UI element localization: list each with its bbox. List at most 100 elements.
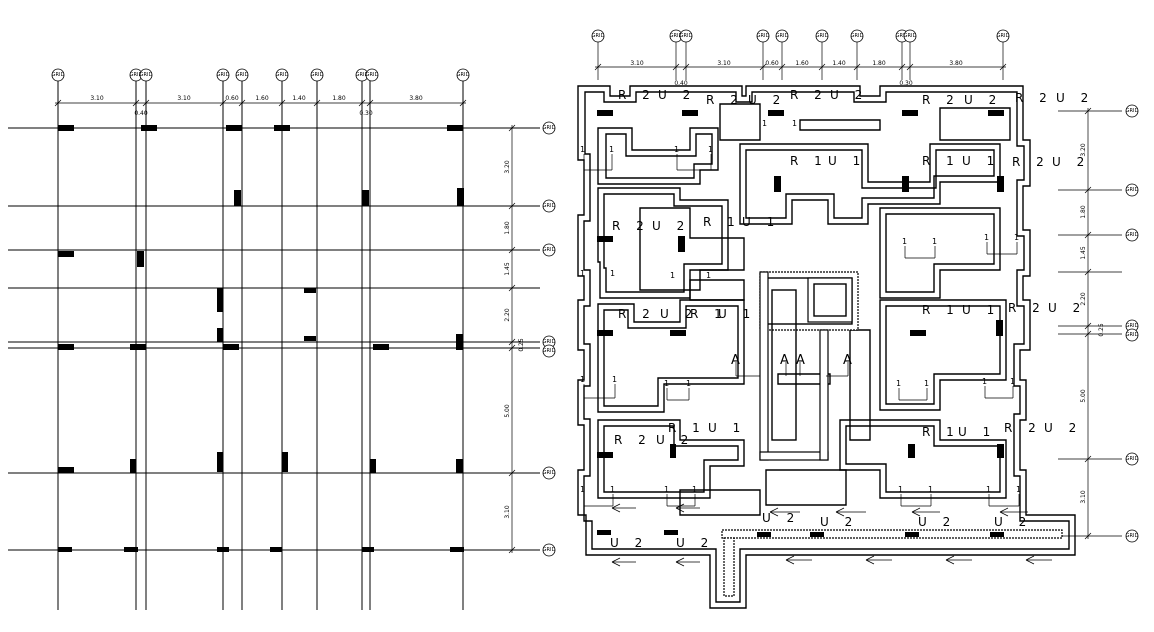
section-marker: 1 [898,485,903,494]
dimension-label: 3.20 [1080,143,1087,157]
right-foundation-plan: GRID GRID GRID GRID GRID GRID GRID GRID … [577,29,1139,609]
grid-bubble: GRID [1125,529,1139,543]
section-marker: 1 [664,485,669,494]
column [58,467,74,473]
column [757,532,771,537]
footing-tag: U 2 [964,93,1002,107]
svg-text:GRID: GRID [276,72,289,78]
column [597,530,611,535]
dimension-label: 3.10 [717,60,731,67]
column [902,176,909,192]
column [597,452,613,458]
section-marker: 1 [609,145,614,154]
section-marker: 1 [610,269,615,278]
svg-text:GRID: GRID [1126,108,1139,114]
svg-text:GRID: GRID [1126,232,1139,238]
column [226,125,242,131]
svg-text:GRID: GRID [904,33,917,39]
dimension-label: 1.45 [1080,246,1087,260]
footing-tag: U 2 [994,515,1032,529]
left-top-grid-bubbles: GRID GRID GRID GRID GRID GRID GRID GRID … [51,68,470,82]
column [456,459,463,473]
dimension-label: 0.60 [765,60,779,67]
column [370,459,376,473]
svg-text:GRID: GRID [776,33,789,39]
grid-bubble: GRID [355,68,368,82]
column [678,236,685,252]
grid-bubble: GRID [775,29,789,43]
column [810,532,824,537]
svg-text:GRID: GRID [1126,533,1139,539]
column [997,176,1004,192]
dimension-label: 3.10 [504,505,511,519]
svg-text:GRID: GRID [543,348,556,354]
column [124,547,138,552]
section-marker: 1 [580,145,585,154]
section-marker: 1 [928,485,933,494]
dimension-label: 0.25 [1098,323,1105,337]
footing-tag: R 1 [690,307,728,321]
svg-text:GRID: GRID [997,33,1010,39]
footing-tag: R 2 [1008,301,1046,315]
footing-tag: U 2 [652,219,690,233]
right-top-grid-bubbles: GRID GRID GRID GRID GRID GRID GRID GRID … [591,29,1010,80]
svg-text:GRID: GRID [457,72,470,78]
footing-tag: U 2 [676,536,714,550]
svg-text:GRID: GRID [130,72,143,78]
svg-text:GRID: GRID [670,33,683,39]
svg-text:GRID: GRID [543,470,556,476]
footing-outlines [597,103,1011,516]
section-marker: 1 [1016,485,1021,494]
column [217,547,229,552]
left-columns [58,125,464,552]
column [141,125,157,131]
column [988,110,1004,116]
dimension-label: 3.80 [949,60,963,67]
section-marker: 1 [580,269,585,278]
footing-tag: R 1 [922,303,960,317]
grid-bubble: GRID [542,344,556,358]
grid-bubble: GRID [1125,183,1138,197]
grid-bubble: GRID [542,199,555,213]
footing-tag: U 1 [708,421,746,435]
svg-text:GRID: GRID [851,33,864,39]
column [597,330,613,336]
column [997,444,1004,458]
dimension-label: 1.60 [255,95,269,102]
dimension-label: 3.10 [630,60,644,67]
dimension-label: 3.10 [90,95,104,102]
svg-text:GRID: GRID [217,72,230,78]
footing-tag: U 2 [748,93,786,107]
footing-tag: U 2 [820,515,858,529]
dimension-label: 0.40 [134,110,148,117]
svg-text:GRID: GRID [816,33,829,39]
column [905,532,919,537]
right-side-grid: GRID GRID GRID GRID GRID GRID GRID 3.20 … [1058,104,1139,543]
column [130,459,136,473]
column [990,532,1004,537]
dimension-label: 5.00 [504,404,511,418]
section-marker: 1 [896,379,901,388]
column [910,330,926,336]
footing-type-tags: R 2 U 2 R 2 U 2 R 2 U 2 R 2 U 2 R 2 U 2 … [610,88,1088,550]
svg-text:GRID: GRID [543,547,556,553]
column [58,344,74,350]
column [768,110,784,116]
section-marker: 1 [580,375,585,384]
grid-bubble: GRID [1125,328,1138,342]
footing-tag: U 2 [762,511,800,525]
dimension-label: 0.60 [225,95,239,102]
column [274,125,290,131]
left-vertical-grid-lines [57,80,464,610]
footing-tag: R 1 [922,425,960,439]
section-marker: 1 [1014,233,1019,242]
footing-tag: R 1 [703,215,741,229]
svg-text:GRID: GRID [366,72,379,78]
grid-bubble: GRID [1125,452,1138,466]
grid-bubble: GRID [235,68,248,82]
column [597,236,613,242]
column [137,251,144,267]
footing-tag: R 1 [668,421,706,435]
dimension-label: 1.40 [292,95,306,102]
